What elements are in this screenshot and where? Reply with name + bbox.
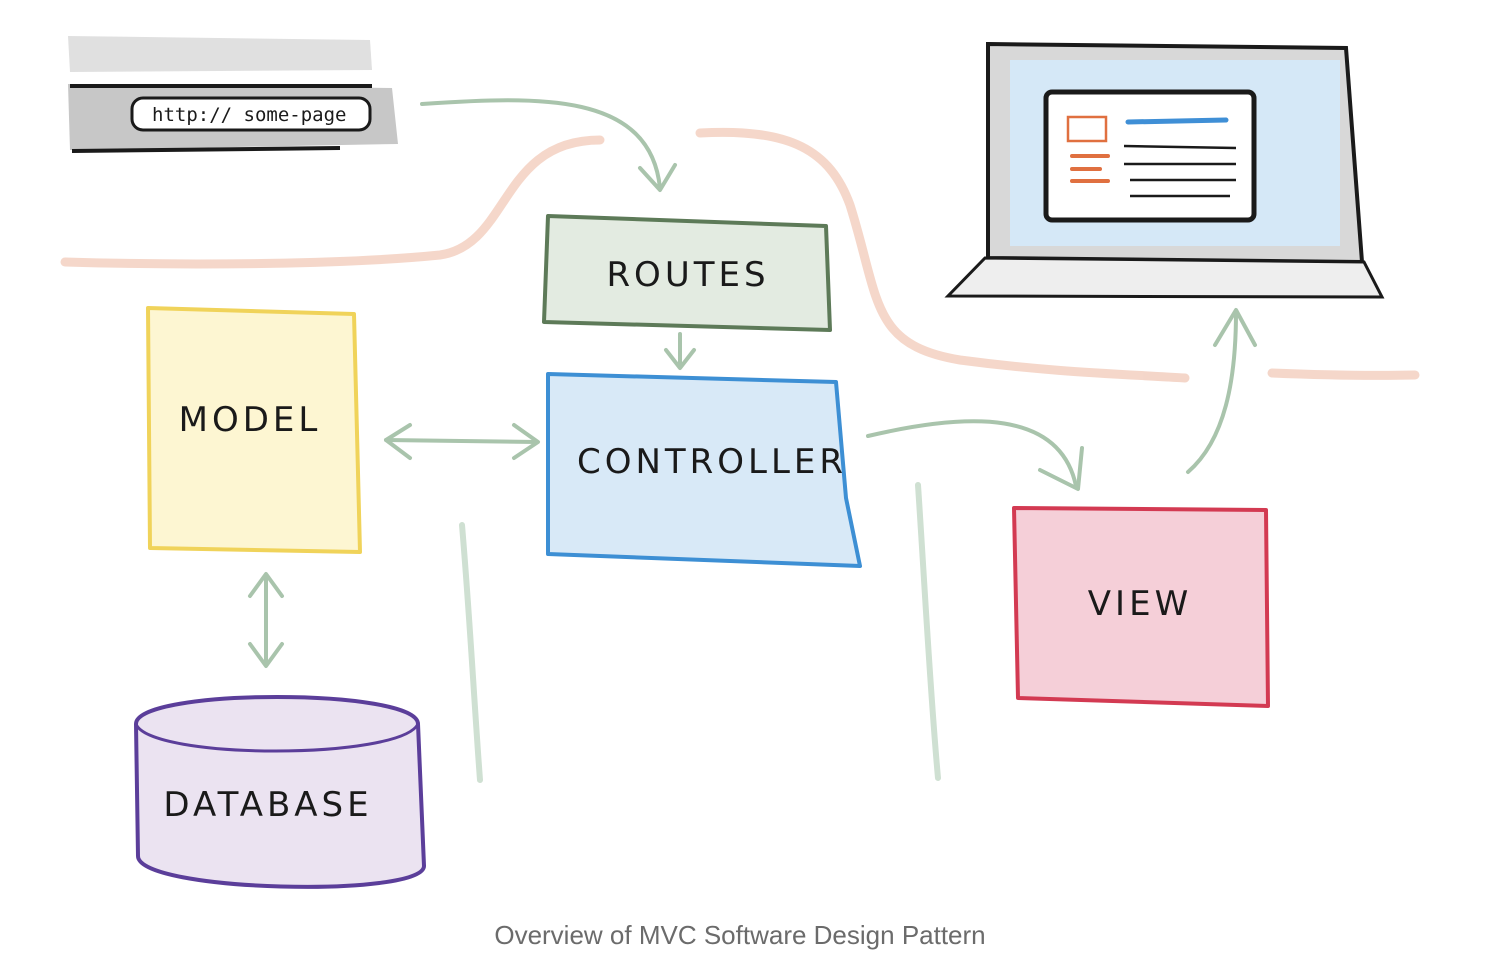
laptop-icon [944, 41, 1385, 299]
controller-label: CONTROLLER [577, 442, 847, 482]
url-text: http:// some-page [152, 104, 346, 126]
controller-box: CONTROLLER [546, 372, 862, 568]
arrow-url-to-routes [420, 98, 662, 190]
model-label: MODEL [179, 400, 322, 440]
figure-caption: Overview of MVC Software Design Pattern [494, 920, 986, 950]
browser-address-bar: http:// some-page [68, 36, 398, 153]
arrow-view-to-laptop [1186, 310, 1238, 474]
background-wave-lines [60, 127, 1420, 383]
arrows [248, 98, 1257, 668]
database-label: DATABASE [163, 785, 372, 825]
background-vertical-strokes [459, 482, 941, 783]
view-label: VIEW [1088, 584, 1192, 624]
routes-box: ROUTES [542, 214, 832, 332]
routes-label: ROUTES [606, 255, 769, 295]
url-field [130, 96, 372, 132]
view-box: VIEW [1012, 506, 1270, 708]
arrow-model-controller [384, 438, 538, 444]
model-box: MODEL [146, 306, 362, 554]
arrow-controller-to-view [866, 419, 1078, 488]
database-cylinder: DATABASE [134, 695, 426, 889]
